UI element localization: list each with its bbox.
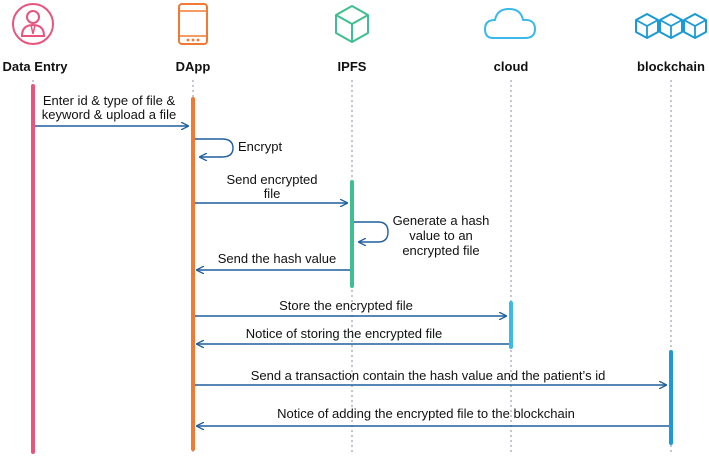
message-label: Send encrypted [226,172,317,187]
message-label: Store the encrypted file [279,298,413,313]
blocks-icon [635,13,707,39]
message-label: Notice of adding the encrypted file to t… [277,406,575,421]
cube-icon [335,5,369,43]
message-label: keyword & upload a file [42,107,176,122]
cloud-icon [484,8,536,39]
actor-label-ipfs: IPFS [338,59,367,74]
tablet-icon [178,3,208,45]
actor-label-dapp: DApp [176,59,211,74]
actor-label-data-entry: Data Entry [2,59,68,74]
message-label: Send the hash value [218,251,337,266]
user-icon [12,3,54,45]
message-label: encrypted file [402,243,479,258]
actor-label-blockchain: blockchain [637,59,705,74]
self-message-arrow [354,221,389,242]
message-label: Send a transaction contain the hash valu… [251,368,606,383]
self-message-arrow [195,138,234,157]
message-label: Notice of storing the encrypted file [246,326,443,341]
message-label: Encrypt [238,139,282,154]
message-label: Generate a hash [393,213,490,228]
message-label: value to an [409,228,473,243]
actor-label-cloud: cloud [494,59,529,74]
message-label: Enter id & type of file & [43,93,176,108]
message-label: file [264,186,281,201]
